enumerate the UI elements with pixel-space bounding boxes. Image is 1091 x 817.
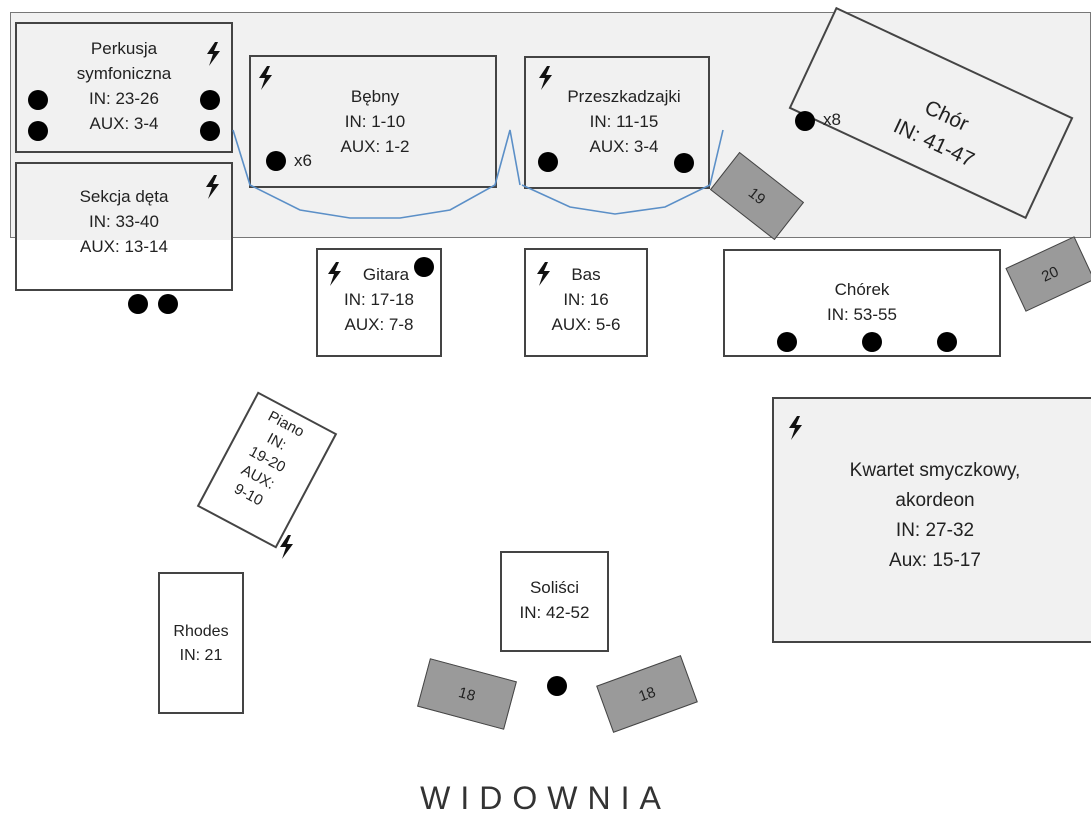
mic-icon (674, 153, 694, 173)
solisci-label: Soliści IN: 42-52 (500, 575, 609, 625)
solisci-name: Soliści (529, 578, 580, 597)
rhodes-label: Rhodes IN: 21 (158, 620, 244, 668)
bas-name: Bas (571, 265, 601, 284)
perkusja-name: Perkusja (90, 39, 158, 58)
sekcja-deta-label: Sekcja dęta IN: 33-40 AUX: 13-14 (15, 184, 233, 259)
sekcja-deta-in: IN: 33-40 (89, 212, 159, 231)
bas-aux: AUX: 5-6 (551, 315, 621, 334)
kwartet-label: Kwartet smyczkowy, akordeon IN: 27-32 Au… (790, 456, 1080, 576)
sekcja-deta-aux: AUX: 13-14 (80, 237, 168, 256)
sekcja-deta-area (15, 162, 233, 291)
mic-icon (128, 294, 148, 314)
kwartet-name2: akordeon (895, 490, 975, 511)
mic-icon (777, 332, 797, 352)
rhodes-name: Rhodes (173, 623, 229, 640)
bebny-label: Bębny IN: 1-10 AUX: 1-2 (300, 84, 450, 159)
perkusja-area (15, 22, 233, 153)
mic-icon (28, 90, 48, 110)
lightning-bolt-icon (206, 42, 802, 559)
przeszkadzajki-label: Przeszkadzajki IN: 11-15 AUX: 3-4 (540, 84, 708, 159)
mic-icon (28, 121, 48, 141)
bas-label: Bas IN: 16 AUX: 5-6 (524, 262, 648, 337)
gitara-in: IN: 17-18 (344, 290, 414, 309)
perkusja-aux: AUX: 3-4 (89, 114, 159, 133)
bebny-area (249, 55, 497, 188)
mic-icon (200, 121, 220, 141)
chorek-label: Chórek IN: 53-55 (723, 277, 1001, 327)
perkusja-in: IN: 23-26 (89, 89, 159, 108)
kwartet-area (772, 397, 1091, 643)
kwartet-name: Kwartet smyczkowy, (849, 460, 1021, 481)
rhodes-in: IN: 21 (179, 647, 223, 664)
solisci-in: IN: 42-52 (519, 603, 590, 622)
sekcja-deta-name: Sekcja dęta (79, 187, 169, 206)
mic-icon (937, 332, 957, 352)
perkusja-name2: symfoniczna (76, 64, 172, 83)
przeszkadzajki-in: IN: 11-15 (589, 112, 659, 131)
kwartet-in: IN: 27-32 (895, 520, 975, 541)
przeszkadzajki-name: Przeszkadzajki (567, 87, 681, 106)
bebny-name: Bębny (350, 87, 400, 106)
chorek-name: Chórek (834, 280, 890, 299)
mic-icon (266, 151, 286, 171)
bebny-aux: AUX: 1-2 (340, 137, 410, 156)
gitara-aux: AUX: 7-8 (344, 315, 414, 334)
gitara-name: Gitara (362, 265, 410, 284)
bebny-in: IN: 1-10 (344, 112, 406, 131)
mic-icon (158, 294, 178, 314)
bas-in: IN: 16 (563, 290, 609, 309)
mic-icon (200, 90, 220, 110)
perkusja-label: Perkusja symfoniczna IN: 23-26 AUX: 3-4 (15, 36, 233, 136)
mic-icon (862, 332, 882, 352)
rhodes-area (158, 572, 244, 714)
solisci-area (500, 551, 609, 652)
cable-percussion (521, 129, 724, 215)
kwartet-aux: Aux: 15-17 (889, 550, 981, 571)
mic-icon (414, 257, 434, 277)
mic-icon (538, 152, 558, 172)
mic-icon (795, 111, 815, 131)
mic-icon (547, 676, 567, 696)
audience-label: WIDOWNIA (420, 780, 671, 816)
bebny-mic-count: x6 (294, 151, 312, 170)
gitara-label: Gitara IN: 17-18 AUX: 7-8 (316, 262, 442, 337)
przeszkadzajki-aux: AUX: 3-4 (589, 137, 659, 156)
cable-drums (232, 129, 521, 219)
chorek-in: IN: 53-55 (827, 305, 897, 324)
chor-mic-count: x8 (823, 110, 841, 129)
